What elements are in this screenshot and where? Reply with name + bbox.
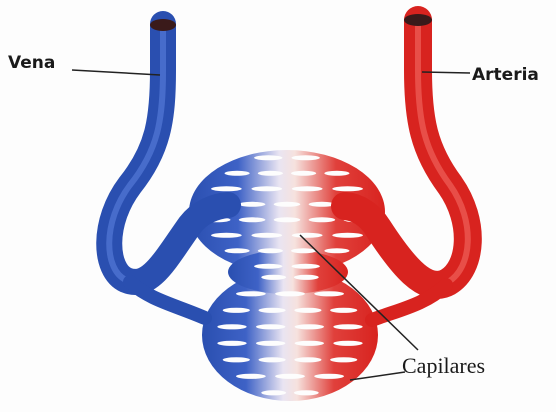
capillary-gap bbox=[236, 291, 266, 296]
capillary-gap bbox=[211, 233, 242, 238]
capillary-gap bbox=[274, 202, 301, 207]
artery-branch-lower bbox=[372, 285, 446, 320]
capillary-gap bbox=[330, 357, 357, 362]
capillary-gap bbox=[258, 171, 283, 176]
capillary-gap bbox=[295, 324, 324, 329]
capillary-gap bbox=[314, 374, 344, 379]
artery-opening bbox=[404, 14, 432, 26]
capillary-gap bbox=[223, 357, 250, 362]
capillary-gap bbox=[256, 341, 285, 346]
capillary-gap bbox=[259, 357, 286, 362]
capillary-gap bbox=[217, 324, 246, 329]
capillary-gap bbox=[274, 217, 301, 222]
capillary-gap bbox=[332, 186, 363, 191]
capillary-gap bbox=[292, 264, 320, 269]
capillary-bed bbox=[189, 150, 385, 401]
capillary-gap bbox=[291, 171, 316, 176]
capillary-gap bbox=[292, 233, 323, 238]
capillary-gap bbox=[225, 248, 250, 253]
capillary-gap bbox=[294, 308, 321, 313]
capillary-gap bbox=[261, 390, 286, 395]
capillary-gap bbox=[259, 308, 286, 313]
capillary-gap bbox=[314, 291, 344, 296]
capillary-gap bbox=[236, 374, 266, 379]
capillary-gap bbox=[258, 248, 283, 253]
capillary-gap bbox=[239, 202, 266, 207]
capillary-gap bbox=[211, 186, 242, 191]
capillary-gap bbox=[239, 217, 266, 222]
capillary-gap bbox=[254, 155, 282, 160]
capillary-gap bbox=[333, 341, 362, 346]
capillary-gap bbox=[251, 186, 282, 191]
capillary-gap bbox=[251, 233, 282, 238]
capillary-gap bbox=[254, 264, 282, 269]
capillary-gap bbox=[330, 308, 357, 313]
capillary-gap bbox=[292, 186, 323, 191]
capillary-gap bbox=[223, 308, 250, 313]
capillary-gap bbox=[261, 275, 286, 280]
capillary-gap bbox=[309, 217, 336, 222]
artery-label: Arteria bbox=[472, 65, 539, 85]
capillary-gap bbox=[324, 171, 349, 176]
capillary-neck bbox=[228, 250, 348, 294]
vein-label: Vena bbox=[8, 53, 55, 73]
capillary-gap bbox=[333, 324, 362, 329]
vein-vessel bbox=[109, 19, 228, 318]
capillary-gap bbox=[332, 233, 363, 238]
capillary-gap bbox=[295, 341, 324, 346]
capillary-gap bbox=[324, 248, 349, 253]
capillary-gap bbox=[294, 357, 321, 362]
capillary-gap bbox=[291, 248, 316, 253]
capillary-gap bbox=[275, 291, 305, 296]
vein-opening bbox=[150, 19, 176, 31]
capillary-gap bbox=[256, 324, 285, 329]
capillary-gap bbox=[225, 171, 250, 176]
artery-vessel bbox=[345, 14, 468, 320]
vein-leader-line bbox=[72, 70, 160, 75]
capillaries-label: Capilares bbox=[402, 353, 485, 378]
capillary-gap bbox=[292, 155, 320, 160]
capillary-gap bbox=[275, 374, 305, 379]
capillary-gap bbox=[294, 275, 319, 280]
capillary-gap bbox=[294, 390, 319, 395]
artery-leader-line bbox=[422, 72, 470, 73]
capillary-gap bbox=[217, 341, 246, 346]
vein-branch-lower bbox=[130, 282, 205, 318]
